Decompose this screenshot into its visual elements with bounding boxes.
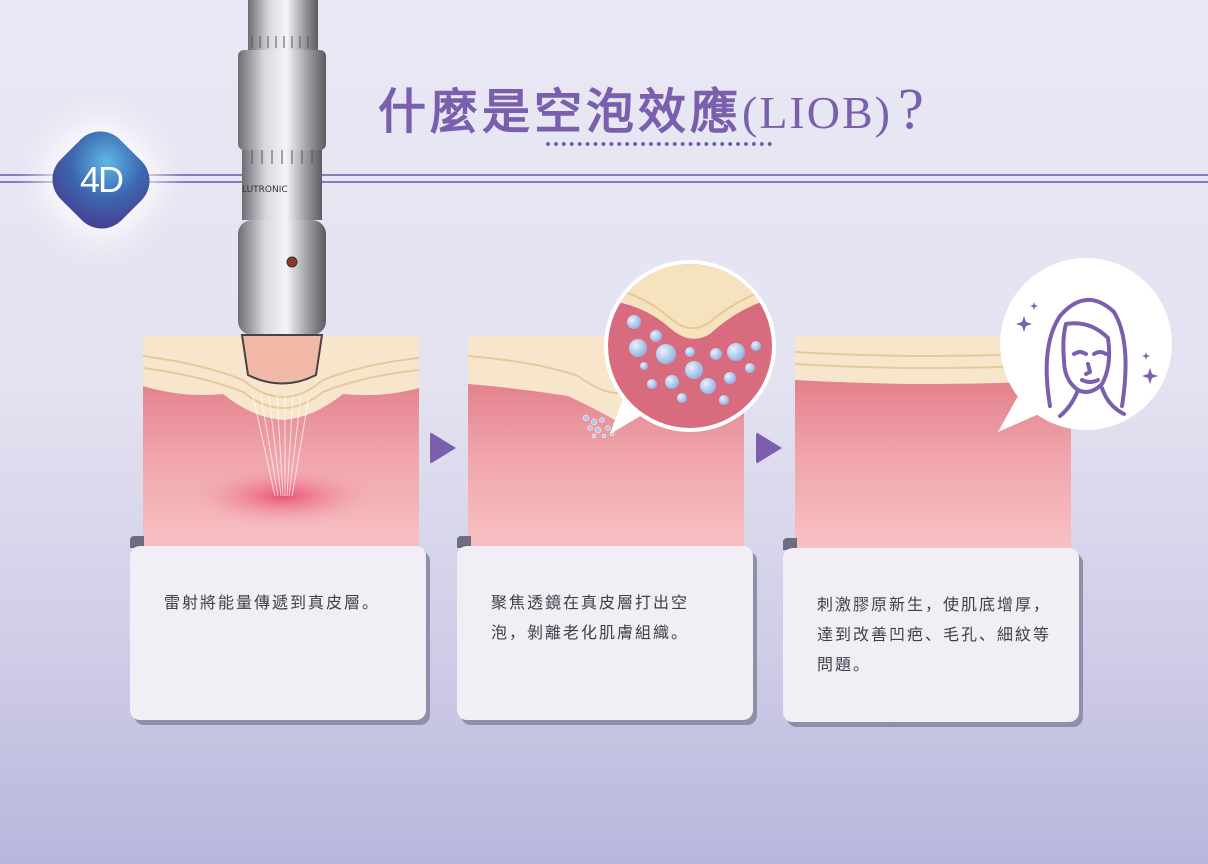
card-tab-1 <box>130 536 144 548</box>
step-card-2: 聚焦透鏡在真皮層打出空泡，剝離老化肌膚組織。 <box>457 546 753 720</box>
title-paren: (LIOB) <box>742 87 892 138</box>
title-chinese: 什麼是空泡效應 <box>378 84 743 140</box>
next-arrow-icon <box>756 432 782 464</box>
step-3-text: 刺激膠原新生，使肌底增厚，達到改善凹疤、毛孔、細紋等問題。 <box>817 595 1052 674</box>
step-card-3: 刺激膠原新生，使肌底增厚，達到改善凹疤、毛孔、細紋等問題。 <box>783 548 1079 722</box>
badge-4d-label: 4D <box>79 159 124 200</box>
next-arrow-icon <box>430 432 456 464</box>
title-underline-dots <box>546 142 772 146</box>
card-tab-3 <box>783 538 797 550</box>
title-question: ? <box>897 76 928 141</box>
step-card-1: 雷射將能量傳遞到真皮層。 <box>130 546 426 720</box>
header-divider-bottom <box>0 181 1208 183</box>
woman-face-icon <box>990 256 1176 436</box>
step-1-text: 雷射將能量傳遞到真皮層。 <box>164 593 381 612</box>
bubble-zoom-illustration <box>600 256 780 436</box>
step-2-text: 聚焦透鏡在真皮層打出空泡，剝離老化肌膚組織。 <box>491 593 690 642</box>
device-brand: LUTRONIC <box>242 185 288 195</box>
header-divider-top <box>0 174 1208 176</box>
sparkle-icon <box>1016 302 1158 384</box>
card-tab-2 <box>457 536 471 548</box>
lutronic-handpiece: LUTRONIC <box>232 0 332 390</box>
page-title: 什麼是空泡效應(LIOB)? <box>378 72 928 142</box>
